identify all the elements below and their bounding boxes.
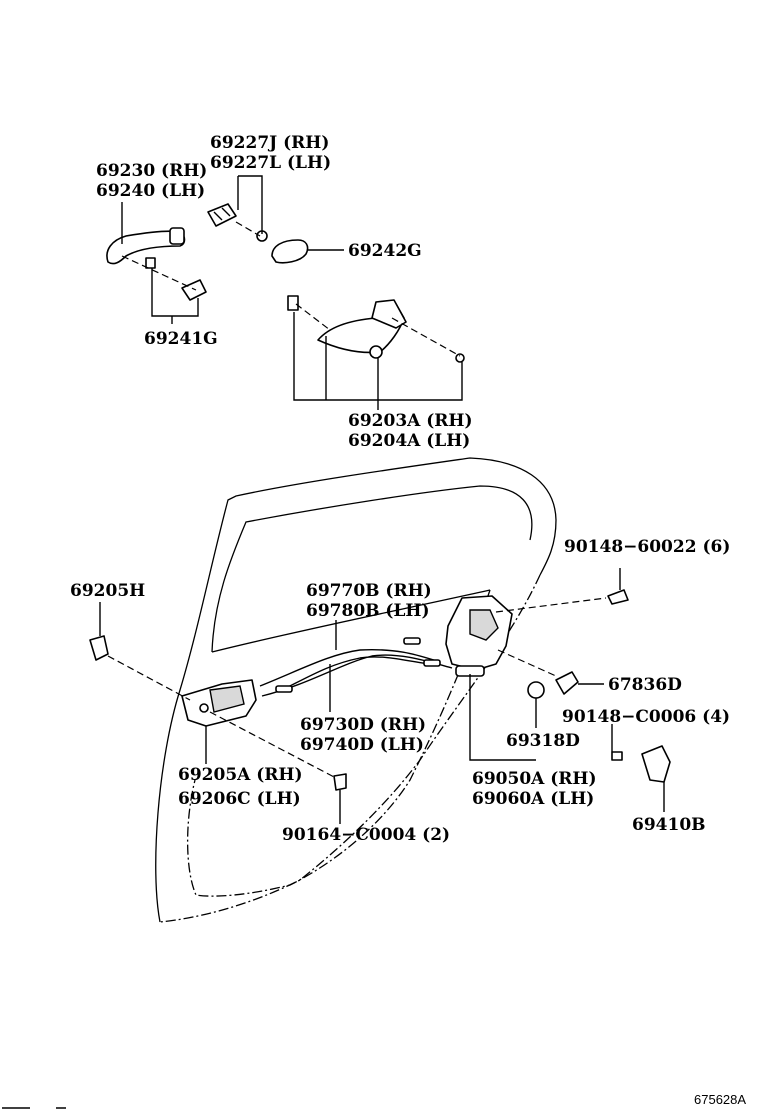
handle-cap-69227j (207, 203, 268, 242)
inside-door-handle (181, 679, 257, 727)
handle-pad-69241g (181, 279, 207, 301)
label-69060a: 69060A (LH) (472, 789, 594, 809)
label-69780b: 69780B (LH) (306, 601, 430, 621)
inside-handle-bezel-69205h (89, 635, 109, 661)
outside-door-handle (106, 227, 186, 269)
label-69730d: 69730D (RH) (300, 715, 426, 735)
door-outline (155, 457, 557, 923)
label-67836d: 67836D (608, 675, 682, 695)
outside-handle-frame (287, 295, 465, 363)
lock-cables (259, 637, 453, 697)
leader-lines (99, 175, 665, 824)
label-69203a: 69203A (RH) (348, 411, 473, 431)
label-69318d: 69318D (506, 731, 580, 751)
label-69230: 69230 (RH) (96, 161, 207, 181)
label-69227l: 69227L (LH) (210, 153, 331, 173)
label-69410b: 69410B (632, 815, 706, 835)
lock-striker-69410b (611, 745, 671, 783)
label-69770b: 69770B (RH) (306, 581, 432, 601)
label-69740d: 69740D (LH) (300, 735, 424, 755)
handle-gasket-69242g (271, 239, 309, 264)
label-69227j: 69227J (RH) (210, 133, 329, 153)
label-90164-c0004: 90164−C0004 (2) (282, 825, 450, 845)
label-69241g: 69241G (144, 329, 218, 349)
label-69205h: 69205H (70, 581, 145, 601)
label-69050a: 69050A (RH) (472, 769, 597, 789)
screw-90164-c0004 (333, 773, 347, 791)
label-90148-c0006: 90148−C0006 (4) (562, 707, 730, 727)
label-69206c: 69206C (LH) (178, 789, 301, 809)
screw-90148-60022 (607, 589, 629, 605)
door-lock-assembly (445, 595, 579, 699)
label-69205a: 69205A (RH) (178, 765, 303, 785)
assembly-lines (107, 221, 607, 779)
label-69204a: 69204A (LH) (348, 431, 470, 451)
label-69242g: 69242G (348, 241, 422, 261)
label-90148-60022: 90148−60022 (6) (564, 537, 730, 557)
label-69240: 69240 (LH) (96, 181, 205, 201)
figure-code: 675628A (694, 1092, 746, 1107)
